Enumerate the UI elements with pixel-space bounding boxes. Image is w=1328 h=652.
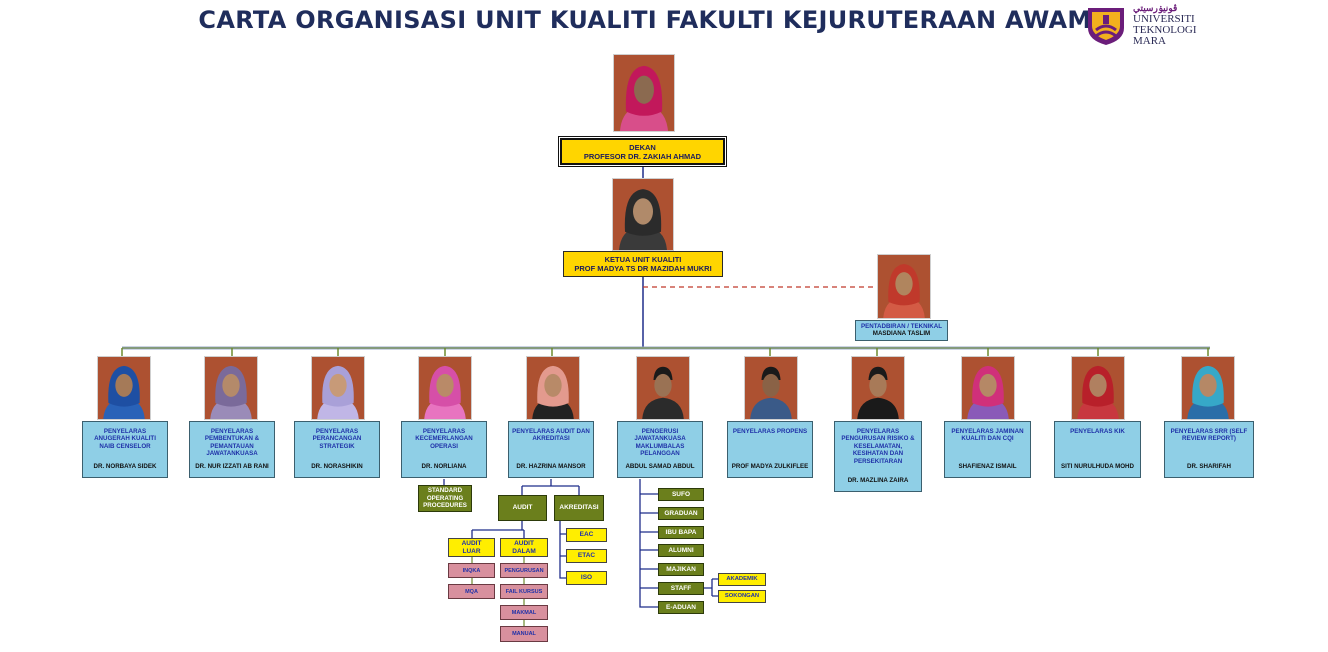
akreditasi-item: ISO [566,571,607,585]
coordinator-photo [526,356,580,420]
akreditasi-item: EAC [566,528,607,542]
coordinator-role: PENYELARAS JAMINAN KUALITI DAN CQI [951,428,1024,443]
coordinator-card-srr: PENYELARAS SRR (SELF REVIEW REPORT) DR. … [1164,421,1254,478]
coordinator-name: DR. HAZRINA MANSOR [516,462,586,470]
coordinator-card-cqi: PENYELARAS JAMINAN KUALITI DAN CQI SHAFI… [944,421,1031,478]
audit-dalam-item: FAIL KURSUS [500,584,548,599]
coordinator-card-maklumbalas: PENGERUSI JAWATANKUASA MAKLUMBALAS PELAN… [617,421,703,478]
dekan-name: PROFESOR DR. ZAKIAH AHMAD [583,152,702,161]
coordinator-role: PENYELARAS AUDIT DAN AKREDITASI [512,428,590,443]
dekan-box: DEKAN PROFESOR DR. ZAKIAH AHMAD [560,138,725,165]
coordinator-card-strategik: PENYELARAS PERANCANGAN STRATEGIK DR. NOR… [294,421,380,478]
staff-sub-akademik: AKADEMIK [718,573,766,586]
coordinator-photo [961,356,1015,420]
maklumbalas-item-sufo: SUFO [658,488,704,501]
admin-photo [877,254,931,319]
coordinator-role: PENYELARAS PERANCANGAN STRATEGIK [312,428,362,450]
maklumbalas-item-staff: STAFF [658,582,704,595]
coordinator-photo [1071,356,1125,420]
sop-box: STANDARD OPERATING PROCEDURES [418,485,472,512]
audit-luar-box: AUDIT LUAR [448,538,495,557]
coordinator-photo [1181,356,1235,420]
coordinator-photo [418,356,472,420]
coordinator-role: PENYELARAS PROPENS [732,428,808,435]
logo-line-3: MARA [1133,35,1167,47]
coordinator-photo [851,356,905,420]
audit-dalam-box: AUDIT DALAM [500,538,548,557]
coordinator-name: SHAFIENAZ ISMAIL [958,462,1017,470]
staff-sub-sokongan: SOKONGAN [718,590,766,603]
admin-name: MASDIANA TASLIM [872,330,931,338]
audit-dalam-item: PENGURUSAN [500,563,548,578]
maklumbalas-item-e-aduan: E-ADUAN [658,601,704,614]
coordinator-photo [744,356,798,420]
coordinator-role: PENYELARAS PEMBENTUKAN & PEMANTAUAN JAWA… [204,428,260,458]
ketua-box: KETUA UNIT KUALITI PROF MADYA TS DR MAZI… [563,251,723,277]
coordinator-card-risiko: PENYELARAS PENGURUSAN RISIKO & KESELAMAT… [834,421,922,492]
audit-box: AUDIT [498,495,547,521]
ketua-name: PROF MADYA TS DR MAZIDAH MUKRI [574,264,712,273]
coordinator-card-anugerah: PENYELARAS ANUGERAH KUALITI NAIB CENSELO… [82,421,168,478]
audit-luar-item: INQKA [448,563,495,578]
maklumbalas-item-majikan: MAJIKAN [658,563,704,576]
logo-line-2: TEKNOLOGI [1133,24,1197,36]
coordinator-role: PENYELARAS KIK [1070,428,1125,435]
coordinator-role: PENYELARAS ANUGERAH KUALITI NAIB CENSELO… [94,428,156,450]
audit-dalam-item: MANUAL [500,626,548,642]
coordinator-name: DR. MAZLINA ZAIRA [847,476,909,484]
coordinator-name: DR. NORBAYA SIDEK [93,462,157,470]
coordinator-photo [311,356,365,420]
ketua-role: KETUA UNIT KUALITI [604,255,682,264]
akreditasi-item: ETAC [566,549,607,563]
coordinator-name: DR. SHARIFAH [1186,462,1231,470]
dekan-photo [613,54,675,132]
coordinator-photo [97,356,151,420]
coordinator-role: PENYELARAS PENGURUSAN RISIKO & KESELAMAT… [841,428,915,465]
coordinator-card-audit-akreditasi: PENYELARAS AUDIT DAN AKREDITASI DR. HAZR… [508,421,594,478]
coordinator-name: SITI NURULHUDA MOHD [1061,462,1134,470]
coordinator-role: PENYELARAS KECEMERLANGAN OPERASI [415,428,473,450]
coordinator-photo [636,356,690,420]
logo-jawi: ڤونيۏرسيتي [1133,3,1178,13]
maklumbalas-item-alumni: ALUMNI [658,544,704,557]
coordinator-name: DR. NORLIANA [421,462,467,470]
uitm-logo-text: ڤونيۏرسيتي UNIVERSITI TEKNOLOGI MARA [1133,3,1223,47]
maklumbalas-item-graduan: GRADUAN [658,507,704,520]
uitm-logo-icon [1085,4,1127,46]
maklumbalas-item-ibu-bapa: IBU BAPA [658,526,704,539]
coordinator-role: PENGERUSI JAWATANKUASA MAKLUMBALAS PELAN… [634,428,686,458]
coordinator-name: DR. NUR IZZATI AB RANI [195,462,269,470]
coordinator-card-propens: PENYELARAS PROPENS PROF MADYA ZULKIFLEE [727,421,813,478]
coordinator-name: PROF MADYA ZULKIFLEE [731,462,809,470]
dekan-role: DEKAN [629,143,656,152]
page-title: CARTA ORGANISASI UNIT KUALITI FAKULTI KE… [198,6,1092,34]
coordinator-name: DR. NORASHIKIN [311,462,363,470]
admin-role: PENTADBIRAN / TEKNIKAL [860,323,942,330]
coordinator-role: PENYELARAS SRR (SELF REVIEW REPORT) [1170,428,1248,443]
ketua-photo [612,178,674,251]
coordinator-card-jawatankuasa: PENYELARAS PEMBENTUKAN & PEMANTAUAN JAWA… [189,421,275,478]
akreditasi-box: AKREDITASI [554,495,604,521]
logo-line-1: UNIVERSITI [1133,13,1195,25]
coordinator-card-operasi: PENYELARAS KECEMERLANGAN OPERASI DR. NOR… [401,421,487,478]
admin-card: PENTADBIRAN / TEKNIKAL MASDIANA TASLIM [855,320,948,341]
coordinator-photo [204,356,258,420]
audit-luar-item: MQA [448,584,495,599]
coordinator-name: ABDUL SAMAD ABDUL [625,462,695,470]
coordinator-card-kik: PENYELARAS KIK SITI NURULHUDA MOHD [1054,421,1141,478]
audit-dalam-item: MAKMAL [500,605,548,620]
